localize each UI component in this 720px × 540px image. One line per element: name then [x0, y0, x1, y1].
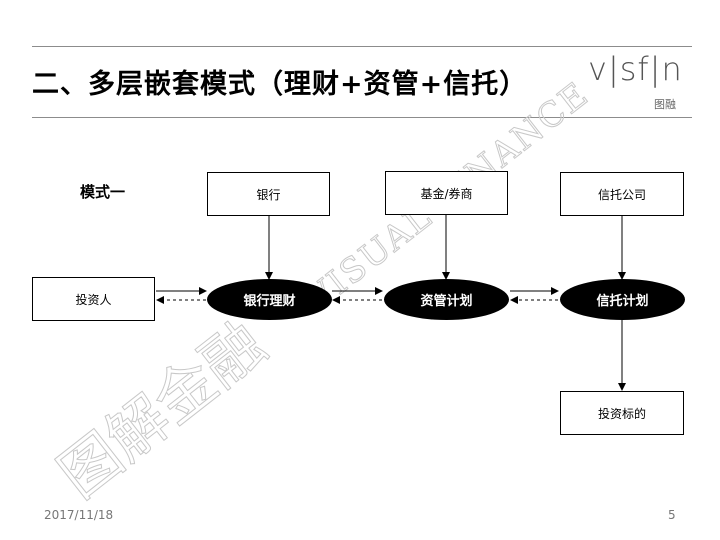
node-asset-mgmt-plan: 资管计划: [384, 279, 509, 320]
header-bottom-rule: [32, 117, 692, 118]
logo-wordmark: v|sf|n: [588, 50, 683, 88]
header-top-rule: [32, 46, 692, 47]
node-investor: 投资人: [32, 277, 155, 321]
node-bank: 银行: [207, 172, 330, 216]
vsfin-logo: v|sf|n 图融: [588, 50, 688, 116]
slide-title: 二、多层嵌套模式（理财+资管+信托）: [32, 69, 528, 100]
logo-subtitle: 图融: [654, 98, 676, 111]
node-bank-wealth: 银行理财: [207, 279, 332, 320]
node-investment-target: 投资标的: [560, 391, 684, 435]
mode-label: 模式一: [80, 183, 126, 201]
footer-date: 2017/11/18: [44, 508, 114, 522]
node-trust-plan: 信托计划: [560, 279, 685, 320]
page-number: 5: [668, 508, 676, 522]
node-trust-company: 信托公司: [560, 172, 684, 216]
node-fund-broker: 基金/券商: [385, 171, 508, 215]
